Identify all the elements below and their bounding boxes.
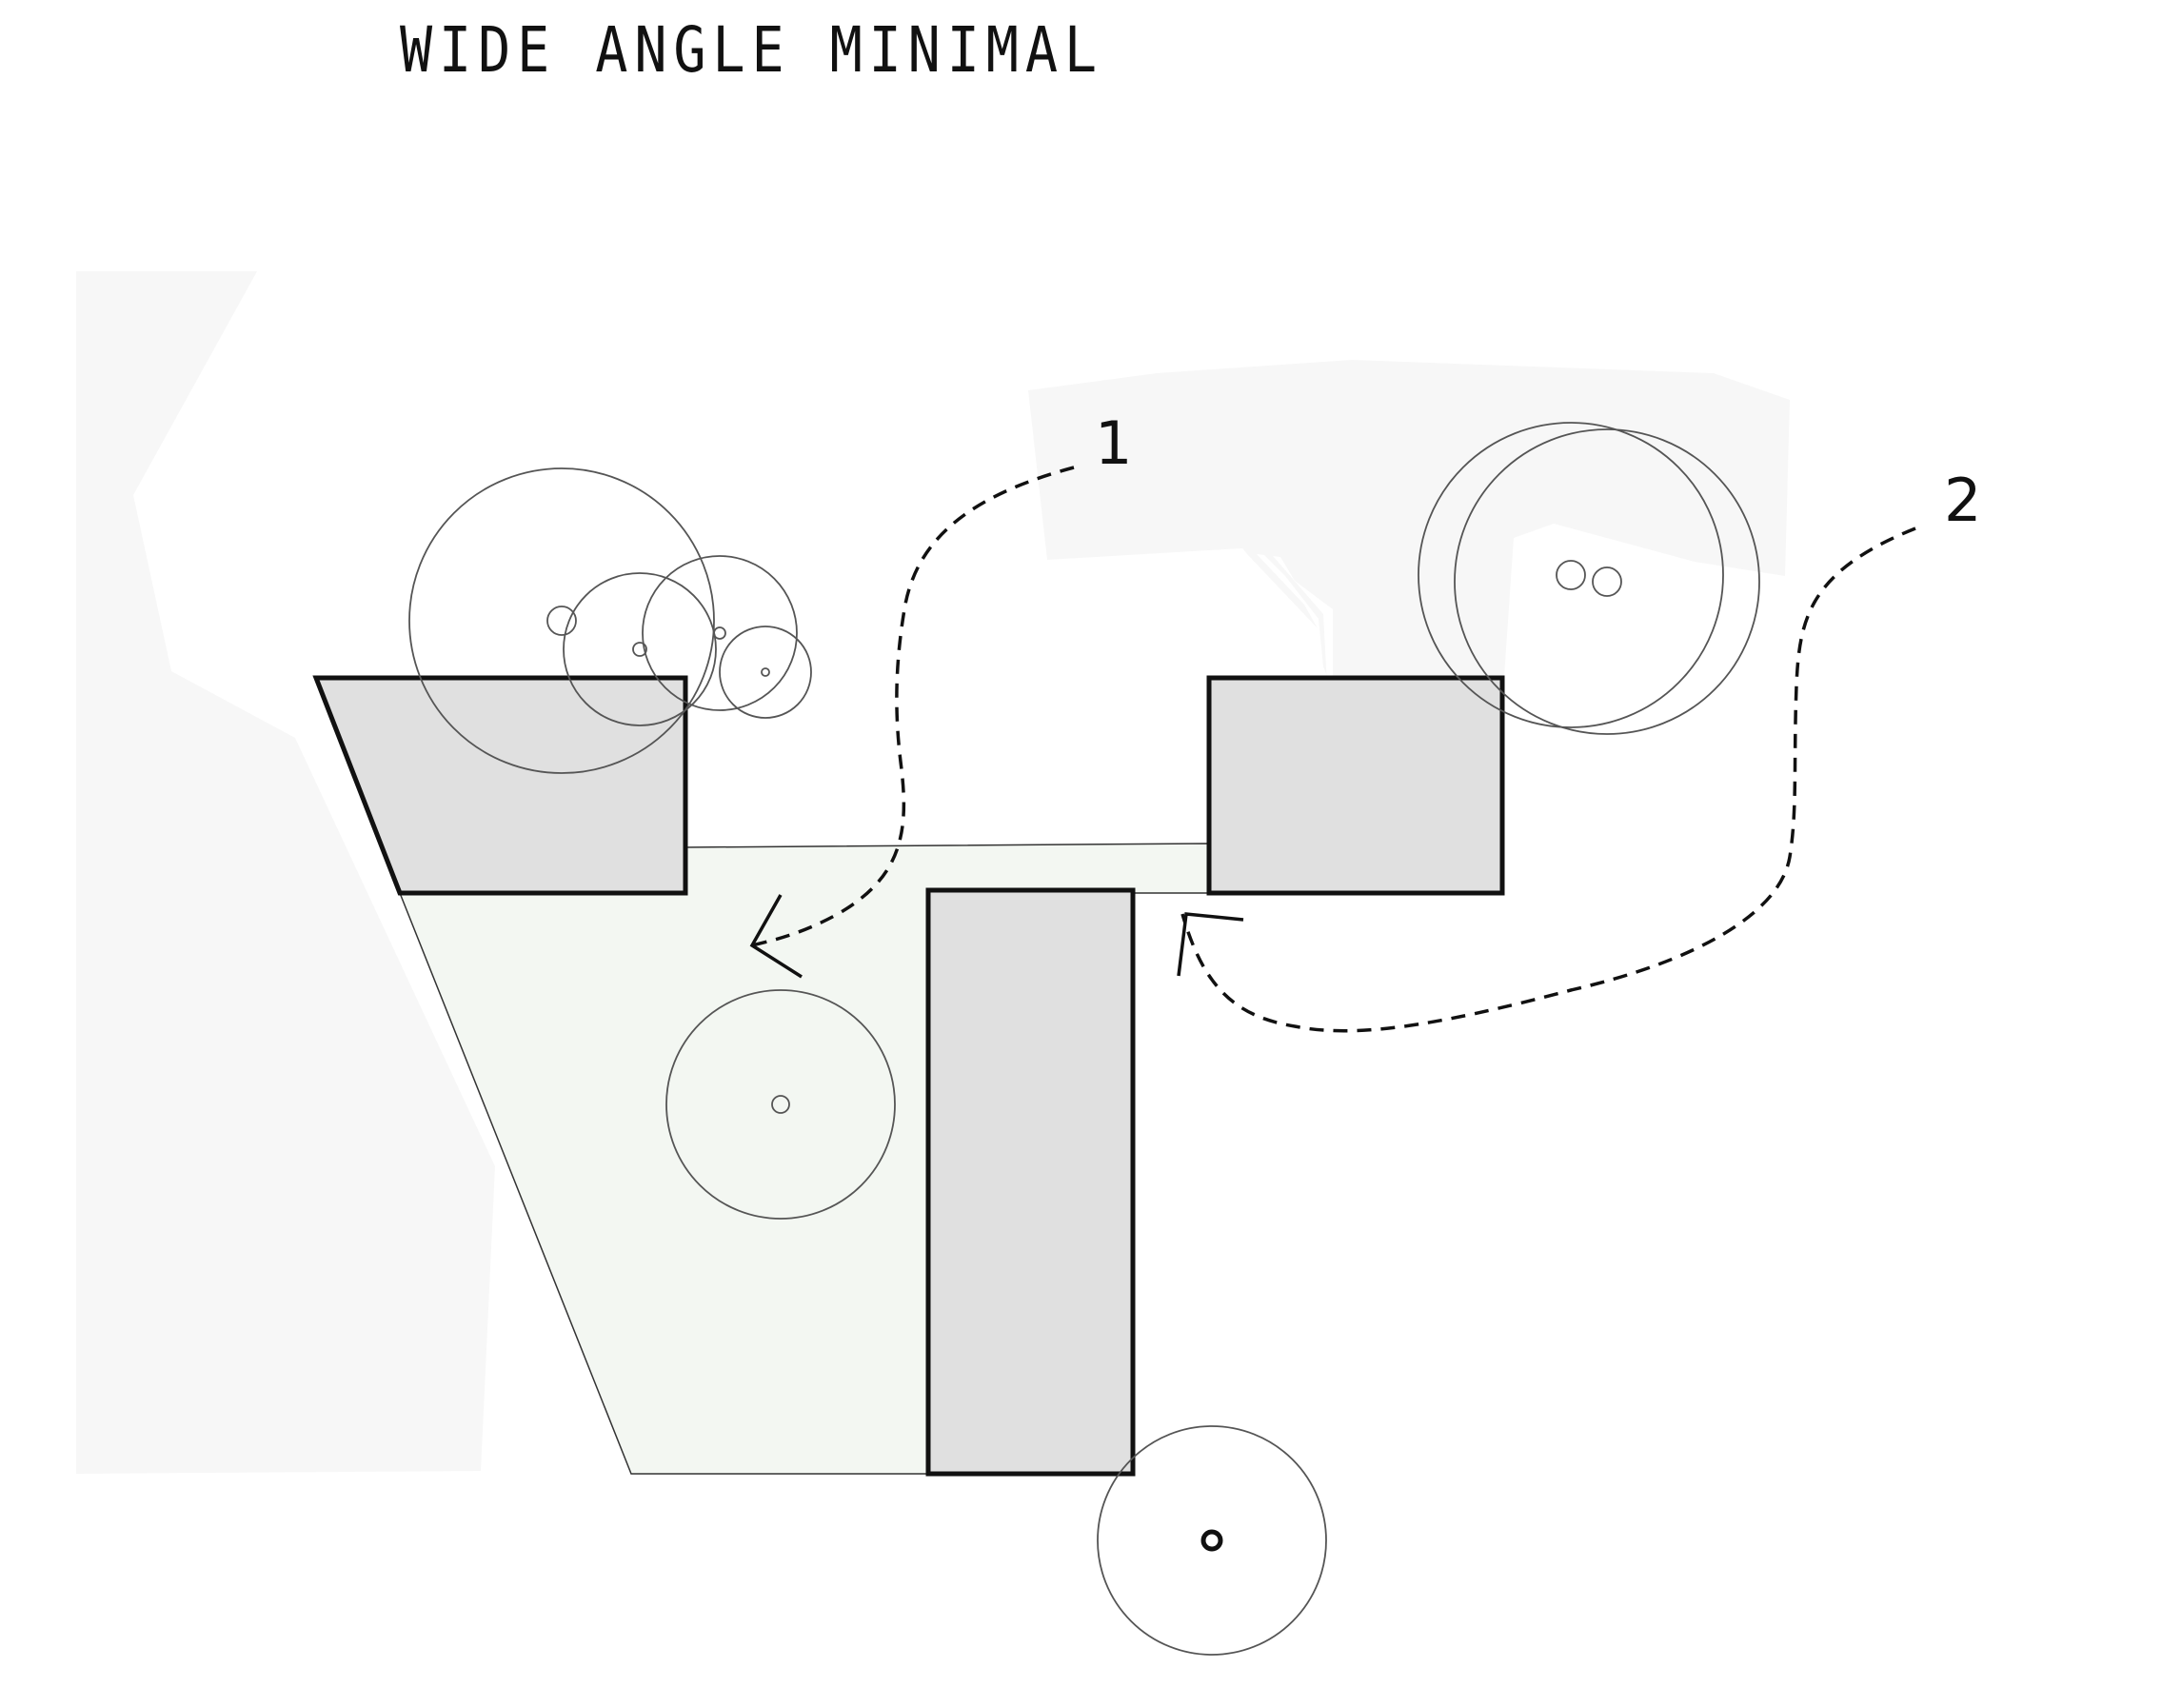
ground-patch-left: [76, 271, 495, 1474]
route-2-arrowhead: [1177, 912, 1244, 977]
tree-trunk-northwest: [546, 606, 577, 636]
tree-trunk-northwest-2: [632, 642, 647, 657]
tree-canopy-northwest-2: [563, 572, 717, 726]
tree-canopy-large-northwest: [408, 467, 715, 774]
tree-trunk-courtyard: [771, 1095, 790, 1114]
tree-canopy-northeast-2: [1454, 428, 1760, 735]
building-west: [312, 675, 688, 896]
diagram-title: WIDE ANGLE MINIMAL: [400, 13, 1103, 87]
tree-trunk-northwest-3: [713, 626, 726, 640]
building-east: [1206, 675, 1505, 896]
route-2-label: 2: [1944, 466, 1981, 535]
building-south: [925, 887, 1136, 1477]
route-1-arrowhead: [749, 894, 803, 979]
route-1-label: 1: [1095, 408, 1132, 478]
tree-trunk-northwest-4: [761, 667, 770, 677]
tree-trunk-northeast-2: [1592, 566, 1622, 597]
ground-patch-top-right: [1028, 360, 1790, 716]
tree-canopy-northwest-3: [642, 555, 798, 711]
tree-canopy-south: [1097, 1425, 1327, 1656]
tree-trunk-northeast-1: [1556, 560, 1586, 590]
route-2-path: [1180, 526, 1916, 1033]
tree-trunk-south: [1200, 1529, 1223, 1552]
tree-canopy-courtyard: [665, 989, 896, 1220]
tree-canopy-northwest-4: [719, 626, 812, 719]
route-1-path: [751, 466, 1075, 947]
tree-canopy-northeast-1: [1418, 422, 1724, 728]
